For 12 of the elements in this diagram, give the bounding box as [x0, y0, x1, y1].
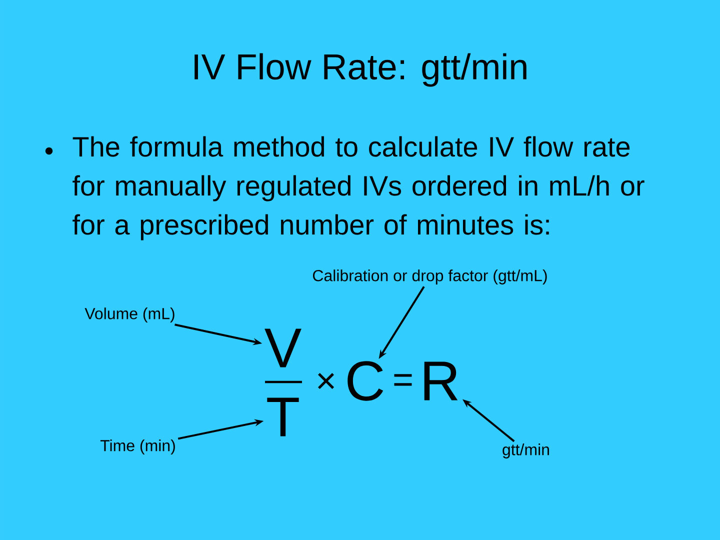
callout-text: Calibration or drop factor (gtt/mL)	[313, 270, 547, 284]
formula-letter: C	[348, 361, 384, 401]
formula-letter: T	[267, 398, 299, 436]
callout-text: Volume (mL)	[84, 308, 174, 322]
equals-sign: =	[394, 374, 412, 386]
times-sign: ×	[318, 373, 334, 390]
bullet-text: The formula method to calculate IV flow rate for manually regulated IVs ordered in mL/h or for a prescribed number of minutes is:	[72, 136, 644, 240]
callout-text: gtt/min	[502, 444, 549, 458]
callout-text: Time (min)	[100, 440, 175, 454]
formula-letter: V	[264, 328, 302, 368]
formula-letter: R	[424, 362, 458, 400]
title: IV Flow Rate: gtt/min	[194, 53, 526, 87]
